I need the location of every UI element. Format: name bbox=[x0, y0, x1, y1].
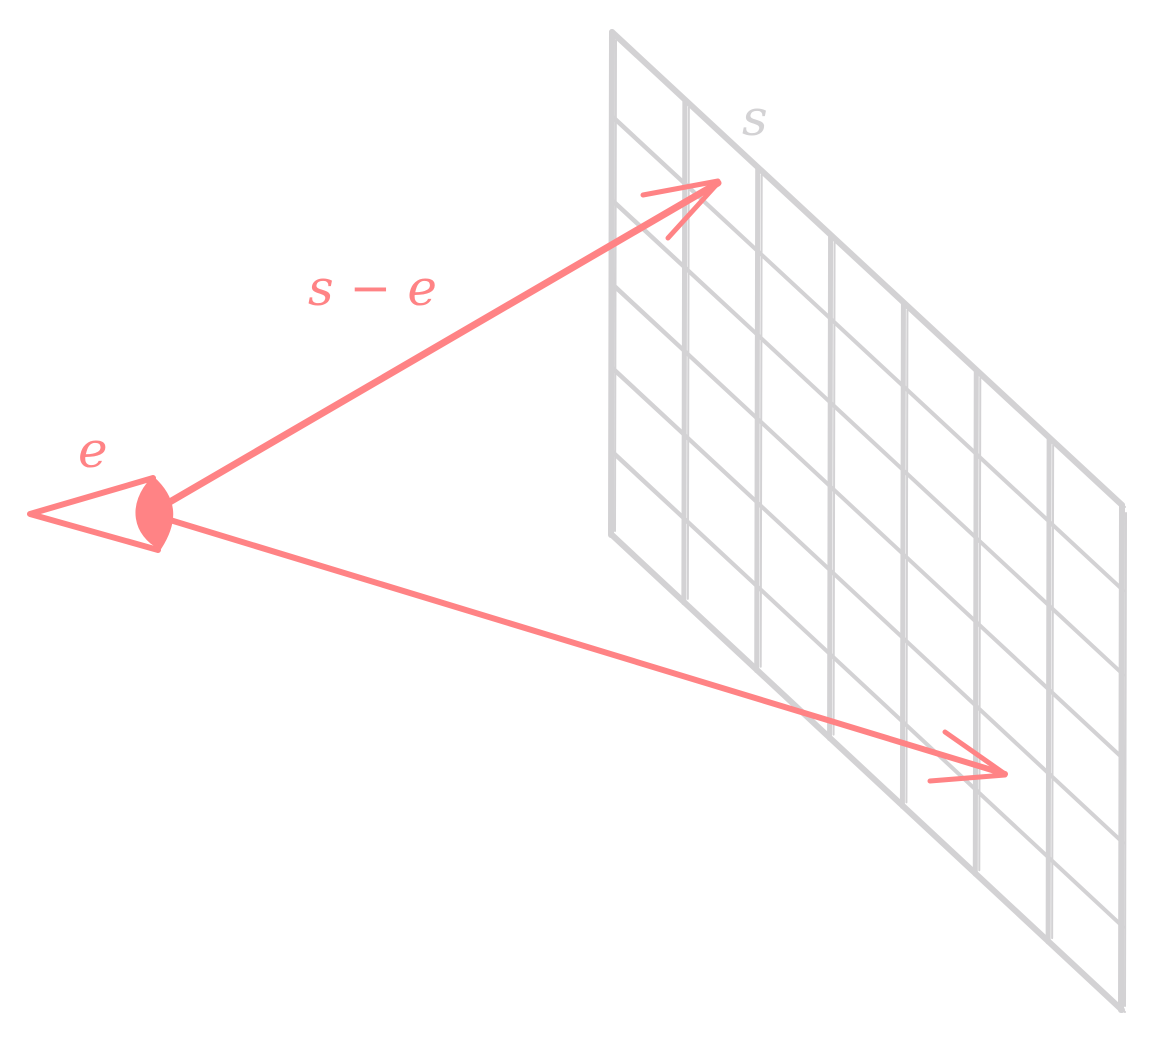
eye-point-label: e bbox=[78, 421, 108, 479]
screen-pixel-grid bbox=[608, 29, 1127, 1013]
arrowhead-icon bbox=[640, 178, 721, 241]
grid-row-line-sketch bbox=[613, 454, 1126, 929]
grid-column-line bbox=[681, 97, 688, 606]
ray-to-screen-point bbox=[164, 179, 722, 507]
grid-row-line-sketch bbox=[613, 370, 1126, 845]
grid-column-line-sketch bbox=[759, 174, 763, 668]
grid-column-line-sketch bbox=[614, 39, 617, 532]
arrowhead-icon bbox=[927, 729, 1008, 784]
grid-column-line-sketch bbox=[1051, 444, 1055, 940]
grid-column-line-sketch bbox=[686, 106, 690, 600]
grid-column-line bbox=[827, 232, 834, 742]
grid-column-line bbox=[899, 299, 906, 809]
grid-column-line bbox=[754, 164, 761, 674]
grid-column-line-sketch bbox=[832, 241, 836, 736]
direction-vector-label: s − e bbox=[308, 259, 437, 317]
grid-column-line bbox=[608, 29, 615, 538]
grid-column-line-sketch bbox=[1124, 512, 1127, 1007]
grid-column-line-sketch bbox=[978, 376, 982, 872]
screen-point-label: s bbox=[742, 89, 768, 147]
eye-icon bbox=[27, 475, 174, 553]
grid-column-line bbox=[1045, 434, 1052, 945]
grid-row-line-sketch bbox=[613, 202, 1126, 677]
grid-row-line-sketch bbox=[613, 118, 1126, 593]
grid-column-line bbox=[1118, 502, 1125, 1013]
grid-column-line-sketch bbox=[905, 309, 909, 804]
view-rays bbox=[164, 178, 1008, 784]
grid-row-line-sketch bbox=[613, 35, 1126, 508]
grid-row-line-sketch bbox=[613, 538, 1126, 1013]
grid-column-line bbox=[972, 367, 979, 877]
ray-to-screen-corner bbox=[167, 517, 1008, 777]
grid-row-line-sketch bbox=[613, 286, 1126, 761]
